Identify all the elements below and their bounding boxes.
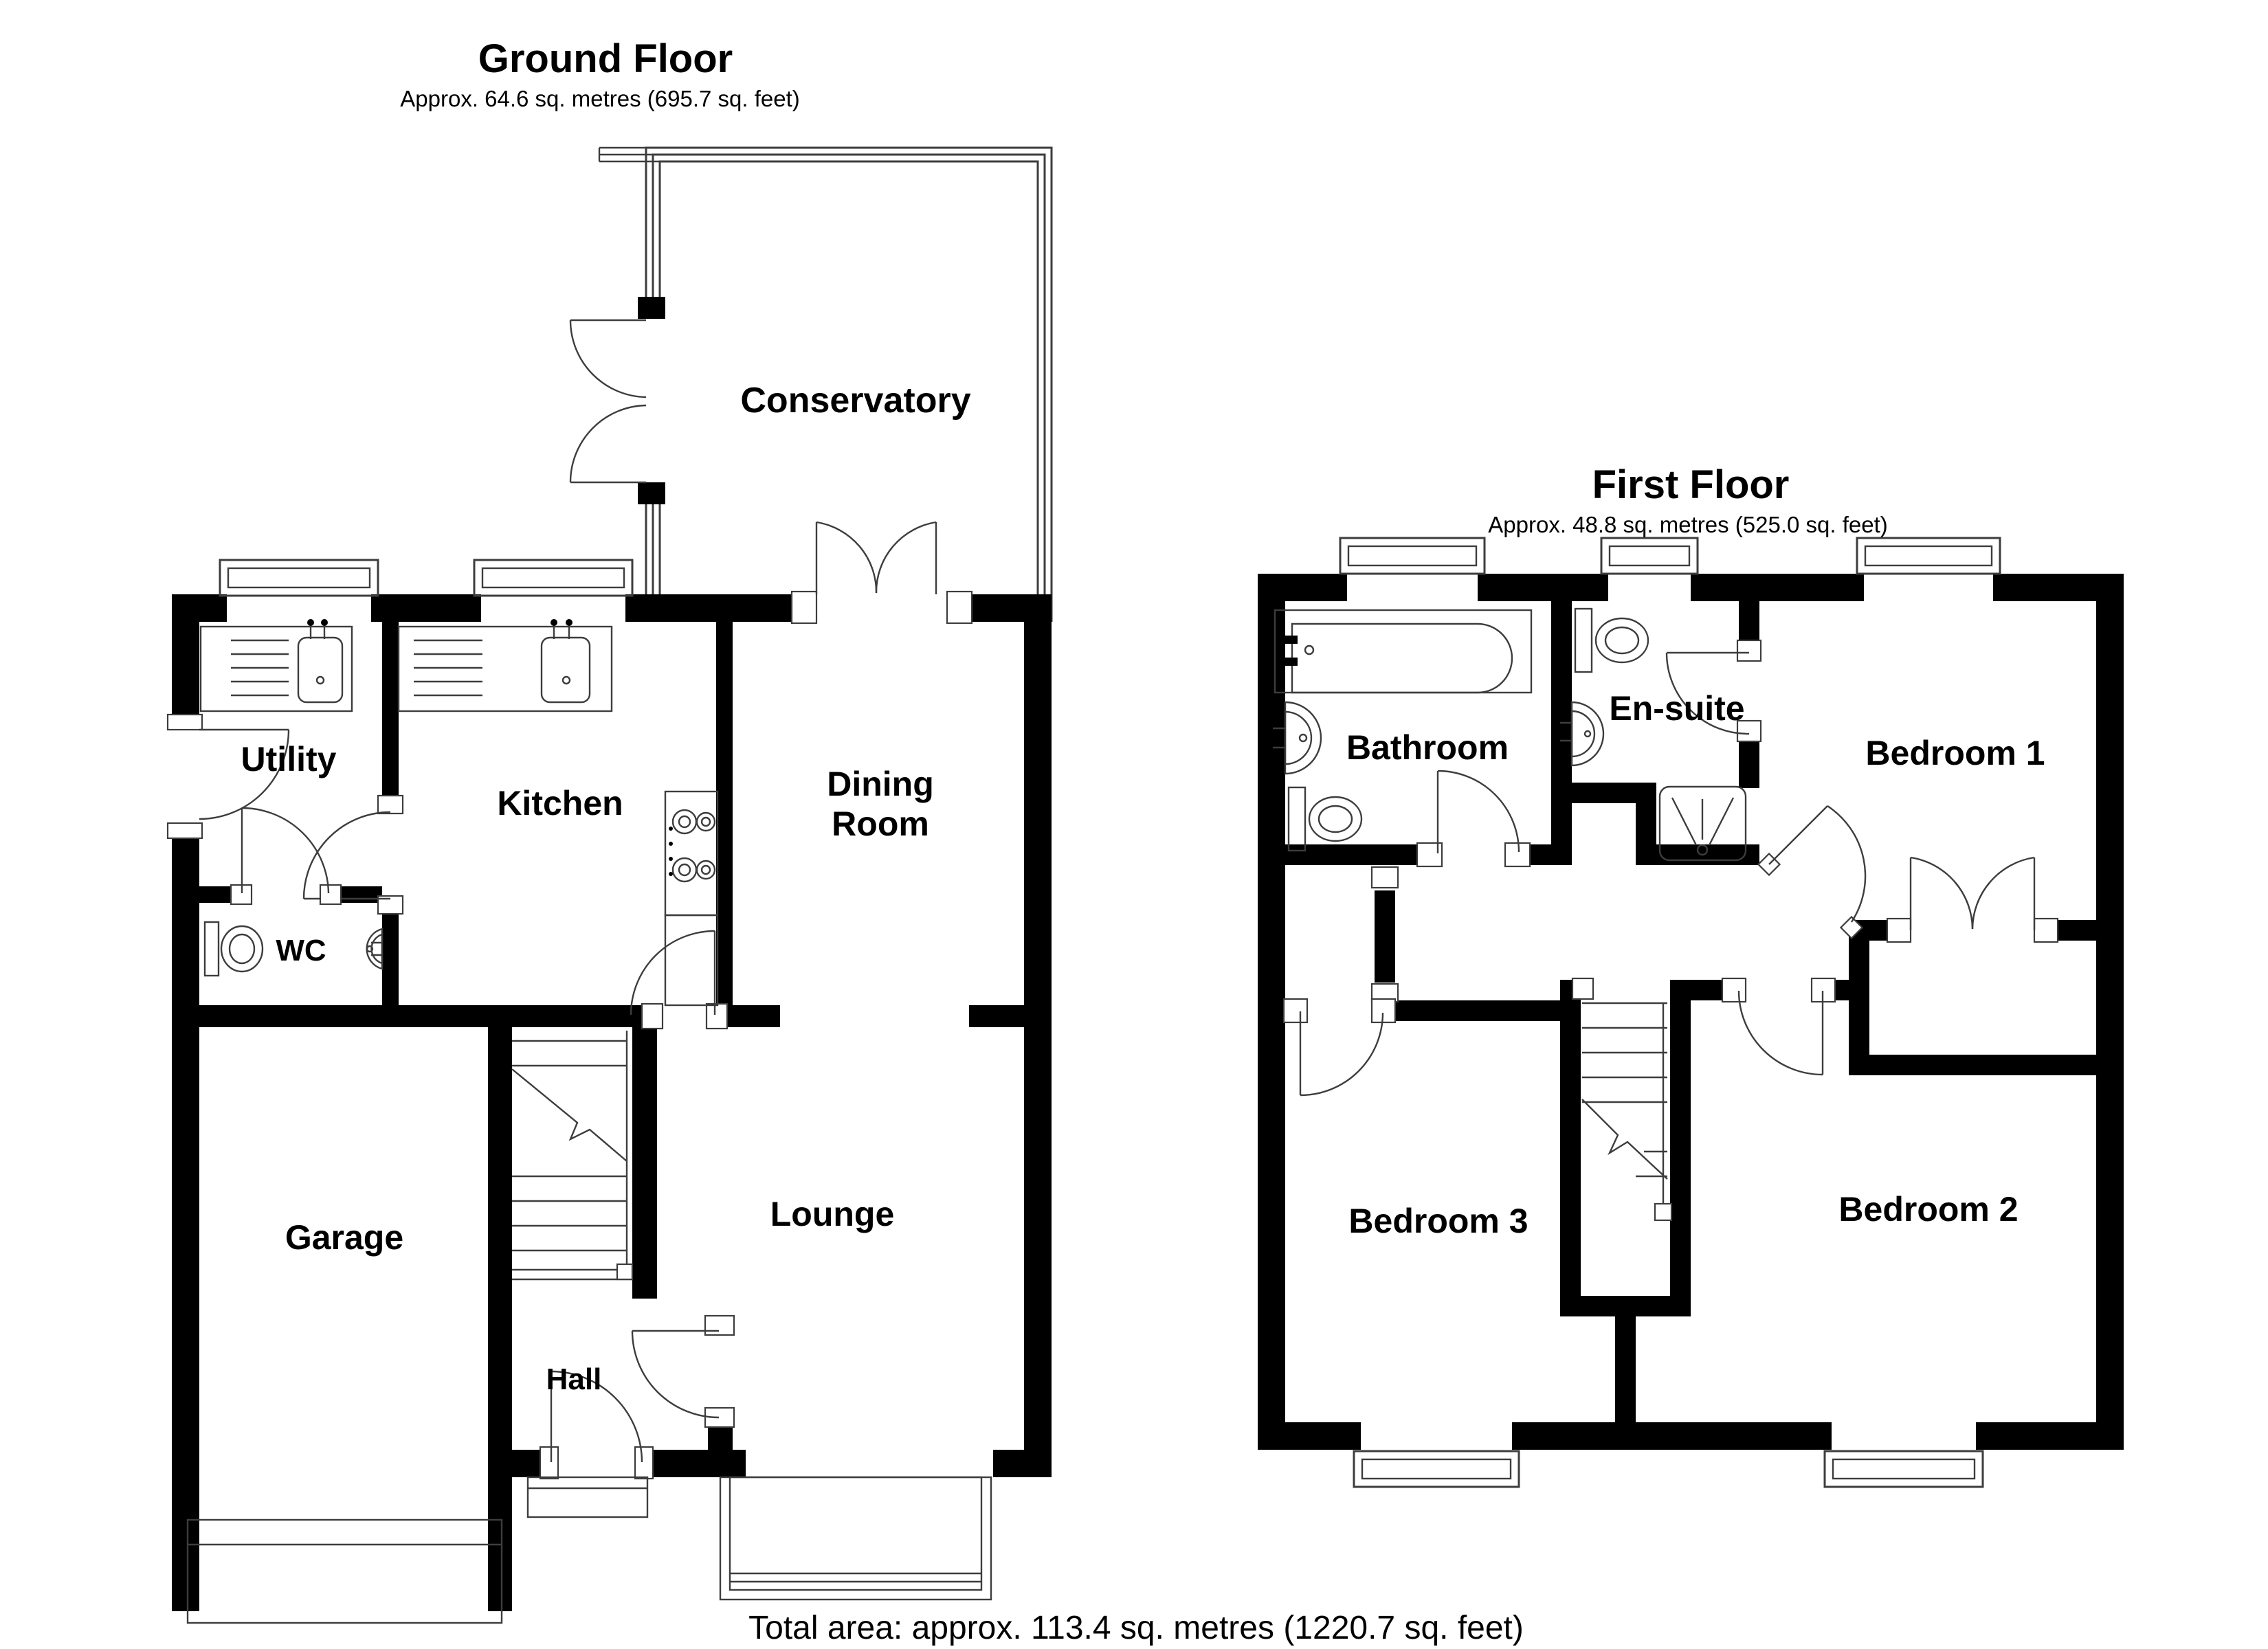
room-label-bedroom3: Bedroom 3 [1348, 1202, 1528, 1240]
first-floor-plan: First Floor Approx. 48.8 sq. metres (525… [1258, 462, 2124, 1488]
first-floor-subtitle: Approx. 48.8 sq. metres (525.0 sq. feet) [1488, 512, 1887, 537]
shower-icon [1658, 785, 1747, 862]
room-label-dining-line1: Dining [827, 765, 934, 803]
wc-toilet-icon [203, 921, 264, 977]
bath-icon [1274, 609, 1533, 694]
ensuite-door [1665, 639, 1762, 743]
bedroom1-window [1856, 537, 2001, 601]
ensuite-window [1600, 537, 1699, 601]
bathroom-basin-icon [1273, 701, 1322, 775]
lounge-bay-window [719, 1450, 993, 1601]
bathroom-door [1416, 770, 1531, 868]
conservatory-garden-doors [569, 319, 647, 484]
conservatory-french-doors [790, 521, 973, 625]
front-door [539, 1370, 654, 1480]
room-label-bathroom: Bathroom [1346, 728, 1509, 767]
room-label-ensuite: En-suite [1609, 689, 1744, 728]
room-label-hall: Hall [546, 1362, 602, 1396]
kitchen-door [630, 930, 729, 1030]
utility-back-door [166, 713, 290, 840]
bedroom1-wardrobe-doors [1886, 856, 2059, 943]
ground-floor-title: Ground Floor [478, 36, 733, 81]
room-label-dining-line2: Room [832, 805, 929, 843]
wc-door [230, 807, 342, 906]
kitchen-window [473, 559, 634, 622]
room-label-bedroom2: Bedroom 2 [1838, 1190, 2018, 1229]
hall-lounge-door [631, 1314, 735, 1428]
kitchen-sink-icon [397, 619, 613, 713]
porch-canopy [526, 1476, 649, 1518]
total-area-text: Total area: approx. 113.4 sq. metres (12… [748, 1610, 1524, 1646]
first-floor-title: First Floor [1592, 462, 1790, 507]
room-label-garage: Garage [285, 1218, 403, 1257]
hob-icon [664, 790, 719, 1007]
utility-window [219, 559, 379, 622]
bedroom2-window [1823, 1422, 1984, 1488]
bedroom1-door [1757, 805, 1867, 940]
utility-sink-icon [199, 619, 353, 713]
room-label-utility: Utility [241, 740, 337, 778]
room-label-kitchen: Kitchen [497, 784, 623, 822]
ensuite-basin-icon [1560, 701, 1605, 767]
room-label-wc: WC [276, 934, 326, 967]
room-label-conservatory: Conservatory [740, 381, 970, 420]
ensuite-toilet-icon [1574, 607, 1649, 673]
bedroom2-door [1721, 977, 1836, 1076]
garage-door [186, 1518, 503, 1624]
bathroom-window [1339, 537, 1486, 601]
utility-kitchen-door [302, 794, 404, 915]
wc-basin-icon [366, 928, 383, 970]
bedroom3-door [1282, 998, 1397, 1097]
ground-floor-subtitle: Approx. 64.6 sq. metres (695.7 sq. feet) [400, 86, 799, 111]
conservatory-glass-walls [598, 146, 1053, 622]
room-label-bedroom1: Bedroom 1 [1865, 734, 2045, 772]
bedroom3-window [1353, 1422, 1520, 1488]
ground-stairs [511, 1031, 634, 1281]
bathroom-toilet-icon [1287, 786, 1363, 852]
ground-floor-plan: Ground Floor Approx. 64.6 sq. metres (69… [166, 36, 1053, 1624]
first-stairs [1571, 977, 1673, 1222]
room-label-lounge: Lounge [770, 1195, 895, 1233]
